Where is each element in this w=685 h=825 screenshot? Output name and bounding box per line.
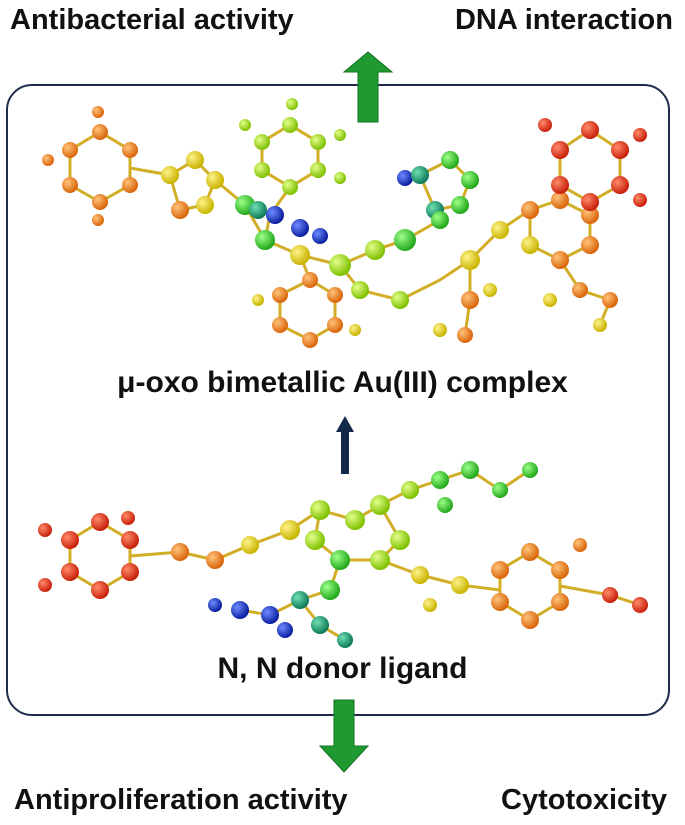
down-arrow [318,699,370,773]
ligand-label: N, N donor ligand [217,652,468,685]
dna-interaction-label: DNA interaction [454,4,673,36]
complex-molecule [42,98,647,348]
complex-label: μ-oxo bimetallic Au(III) complex [117,366,568,399]
ligand-molecule [38,461,648,648]
cytotoxicity-label: Cytotoxicity [501,784,667,816]
center-arrow [336,416,354,474]
up-arrow [342,51,394,123]
antiproliferation-activity-label: Antiproliferation activity [14,784,348,816]
antibacterial-activity-label: Antibacterial activity [10,4,294,36]
